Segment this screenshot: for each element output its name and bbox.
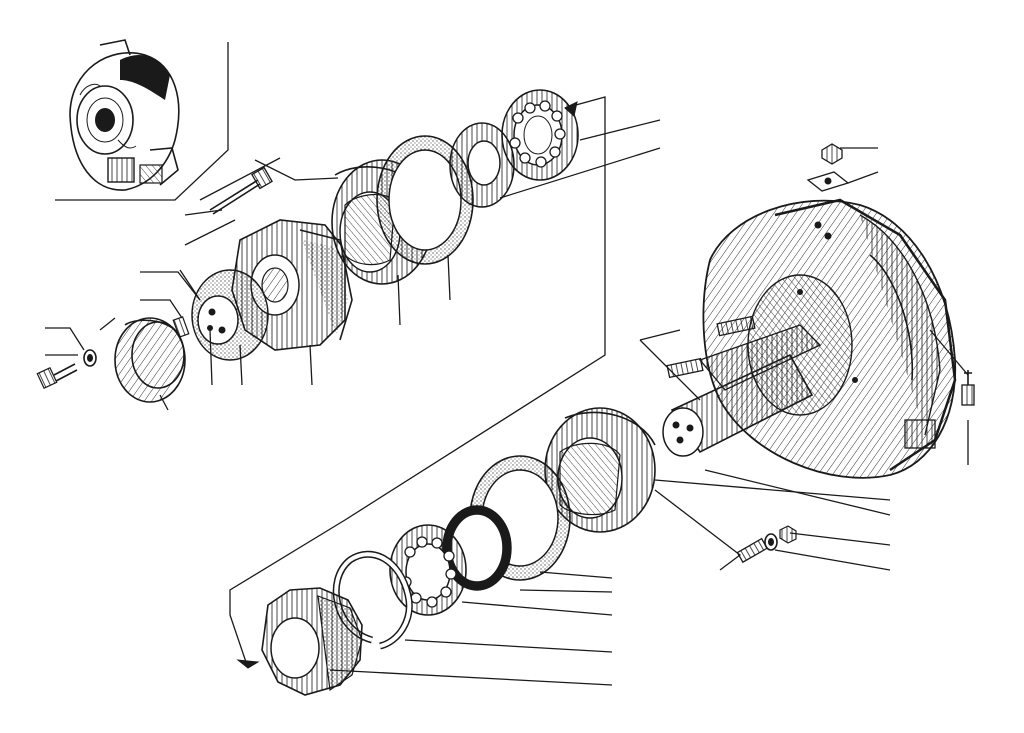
ball-bearing-upper [501, 89, 579, 181]
ring-carrier-lower [544, 407, 656, 533]
bleed-valve [961, 370, 975, 406]
thrust-washer-upper [449, 122, 515, 208]
cap-nut [821, 143, 843, 165]
callout-leaders [45, 42, 969, 686]
stud-bolt-small [172, 316, 190, 338]
washer [764, 533, 778, 551]
key [666, 315, 756, 379]
cover-plate [114, 317, 186, 403]
ball-bearing-lower [389, 524, 467, 616]
friction-ring-upper [376, 135, 474, 265]
inset-assembly-view [69, 39, 180, 191]
hex-bolt [36, 363, 78, 390]
spring-washer [83, 349, 97, 367]
drive-shaft [662, 324, 822, 457]
brake-disc [191, 269, 269, 361]
pinion-gear [261, 587, 363, 696]
nut [779, 525, 797, 544]
stud-bolt [736, 537, 769, 564]
wheel-hub [702, 198, 957, 479]
lock-plate [806, 171, 850, 192]
hollow-bolt [209, 166, 273, 215]
